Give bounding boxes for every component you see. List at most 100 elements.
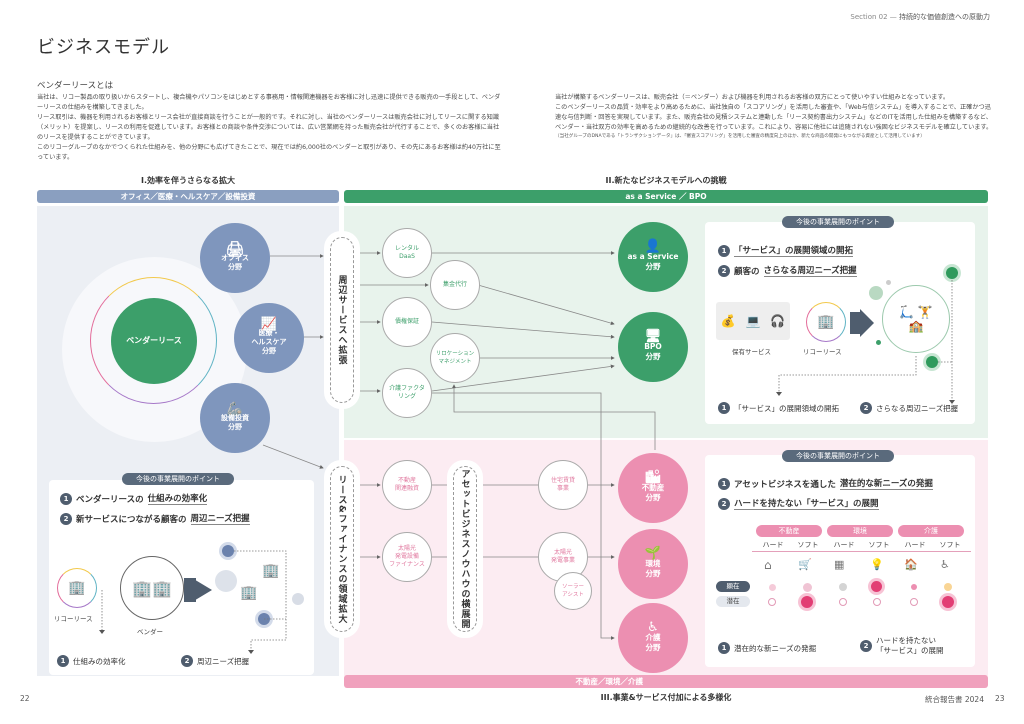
section3-title: III.事業&サービス付加による多様化 <box>600 693 732 702</box>
points-pill: 今後の事業展開のポイント <box>122 473 234 485</box>
report-name: 統合報告書 2024 <box>925 695 984 704</box>
need-dot <box>946 267 958 279</box>
building-icon: 🏢 <box>240 585 258 601</box>
category-care: 介護 <box>898 525 964 537</box>
bpo-field: 🖥 BPO 分野 <box>618 312 688 382</box>
paragraph: 当社は、リコー製品の取り扱いからスタートし、複合機やパソコンをはじめとする事務用… <box>37 94 501 111</box>
hard-label: ハード <box>894 540 936 552</box>
service-collection: 集金代行 <box>430 260 480 310</box>
need-dot <box>292 593 304 605</box>
copier-icon: 🖨 <box>225 239 245 258</box>
vendor-icon: 🏢🏢 <box>120 556 184 620</box>
cart-box-icon: 🛒 <box>798 558 812 571</box>
need-dot <box>911 584 917 590</box>
expand-services-pill: 周辺サービスへ拡張 <box>327 234 357 406</box>
person-laptop-icon: 👤 <box>644 239 662 254</box>
medical-monitor-icon: 📈 <box>260 317 278 332</box>
monitor-icon: 🖥 <box>644 329 662 344</box>
paragraph: 当社が構築するベンダーリースは、販売会社（＝ベンダー）および機器を利用されるお客… <box>555 94 950 101</box>
hard-label: ハード <box>752 540 794 552</box>
buildings-icon: 🏙 <box>644 470 662 485</box>
category-real-estate: 不動産 <box>756 525 822 537</box>
page-number-left: 22 <box>20 694 30 703</box>
vendor-label: ベンダー <box>137 628 163 636</box>
need-dot <box>910 598 918 606</box>
arrow-right-icon <box>860 309 874 337</box>
need-dot <box>803 583 812 592</box>
house-icon: ⌂ <box>764 558 772 572</box>
care-home-icon: 🏠 <box>904 558 918 571</box>
category-environment: 環境 <box>827 525 893 537</box>
money-bag-icon: 💰 <box>720 314 736 328</box>
ricoh-lease-icon: 🏢 <box>57 568 97 608</box>
section3-band: 不動産／環境／介護 <box>344 675 988 688</box>
paragraph: このリコーグループのなかでつくられた仕組みを、他の分野にも広げてきたことで、現在… <box>37 144 501 161</box>
note: （当社グループのDNAである「トランザクションデータ」は、「審査スコアリング」を… <box>555 134 925 139</box>
need-dot <box>769 584 776 591</box>
equipment-field: 🦾 設備投資 分野 <box>200 383 270 453</box>
intro-left-text: 当社は、リコー製品の取り扱いからスタートし、複合機やパソコンをはじめとする事務用… <box>37 93 505 163</box>
arrow-shaft <box>850 312 862 334</box>
finance-real-estate: 不動産 関連融資 <box>382 460 432 510</box>
bottom-point-1: 1「サービス」の展開領域の開拓 <box>718 402 839 414</box>
core-vendor-lease: ベンダーリース <box>111 298 197 384</box>
service-guarantee: 債権保証 <box>382 297 432 347</box>
solar-panel-icon: ▦ <box>834 558 845 571</box>
ricoh-lease-label: リコーリース <box>54 615 93 623</box>
environment-field: 🌱 環境 分野 <box>618 529 688 599</box>
gradient-ring <box>90 277 217 404</box>
need-dot <box>944 583 952 591</box>
need-dot <box>942 596 954 608</box>
real-estate-field: 🏙 不動産 分野 <box>618 453 688 523</box>
intro-right-text: 当社が構築するベンダーリースは、販売会社（＝ベンダー）および機器を利用されるお客… <box>555 93 995 141</box>
service-rental-daas: レンタル DaaS <box>382 228 432 278</box>
office-field: 🖨 オフィス 分野 <box>200 223 270 293</box>
need-dot <box>801 596 813 608</box>
paragraph: リース取引は、機器を利用されるお客様とリース会社が直接商談を行うことが一般的です… <box>37 114 500 141</box>
need-dot <box>839 598 847 606</box>
need-dot <box>768 598 776 606</box>
soft-label: ソフト <box>787 540 829 552</box>
finance-solar: 太陽光 発電設備 ファイナンス <box>382 532 432 582</box>
need-dot <box>873 598 881 606</box>
section2-title: II.新たなビジネスモデルへの挑戦 <box>605 176 727 185</box>
robot-arm-icon: 🦾 <box>226 401 244 417</box>
service-relocation: リロケーション マネジメント <box>430 333 480 383</box>
need-dot <box>871 581 882 592</box>
building-icon: 🏢 <box>262 563 280 579</box>
service-care-factoring: 介護ファクタ リング <box>382 368 432 418</box>
as-a-service-field: 👤 as a Service 分野 <box>618 222 688 292</box>
need-dot <box>869 286 883 300</box>
need-dot <box>222 545 234 557</box>
row-label-manifest: 顕在 <box>716 581 750 592</box>
owned-services-label: 保有サービス <box>732 348 771 356</box>
paragraph: このベンダーリースの品質・効率をより高めるために、当社独自の「スコアリング」を活… <box>555 104 993 131</box>
intro-subheading: ベンダーリースとは <box>37 81 114 91</box>
section3-points-box <box>705 455 975 667</box>
point-1: 1「サービス」の展開領域の開拓 <box>718 244 854 257</box>
expand-finance-pill: リース&ファイナンスの領域拡大 <box>327 463 357 635</box>
need-dot <box>215 570 237 592</box>
arrow-right-icon <box>192 578 212 602</box>
care-field: ♿ 介護 分野 <box>618 603 688 673</box>
points-pill: 今後の事業展開のポイント <box>782 216 894 228</box>
section1-title: I.効率を伴うさらなる拡大 <box>140 176 235 185</box>
service-targets-icon: 🛴 🏋🏫 <box>882 285 950 353</box>
owned-services-icons: 💰💻🎧 <box>716 302 790 340</box>
hard-label: ハード <box>823 540 865 552</box>
wheelchair-icon: ♿ <box>647 620 659 635</box>
need-dot <box>876 340 881 345</box>
row-label-latent: 潜在 <box>716 596 750 607</box>
need-dot <box>839 583 847 591</box>
soft-label: ソフト <box>929 540 971 552</box>
page-title: ビジネスモデル <box>37 37 170 58</box>
